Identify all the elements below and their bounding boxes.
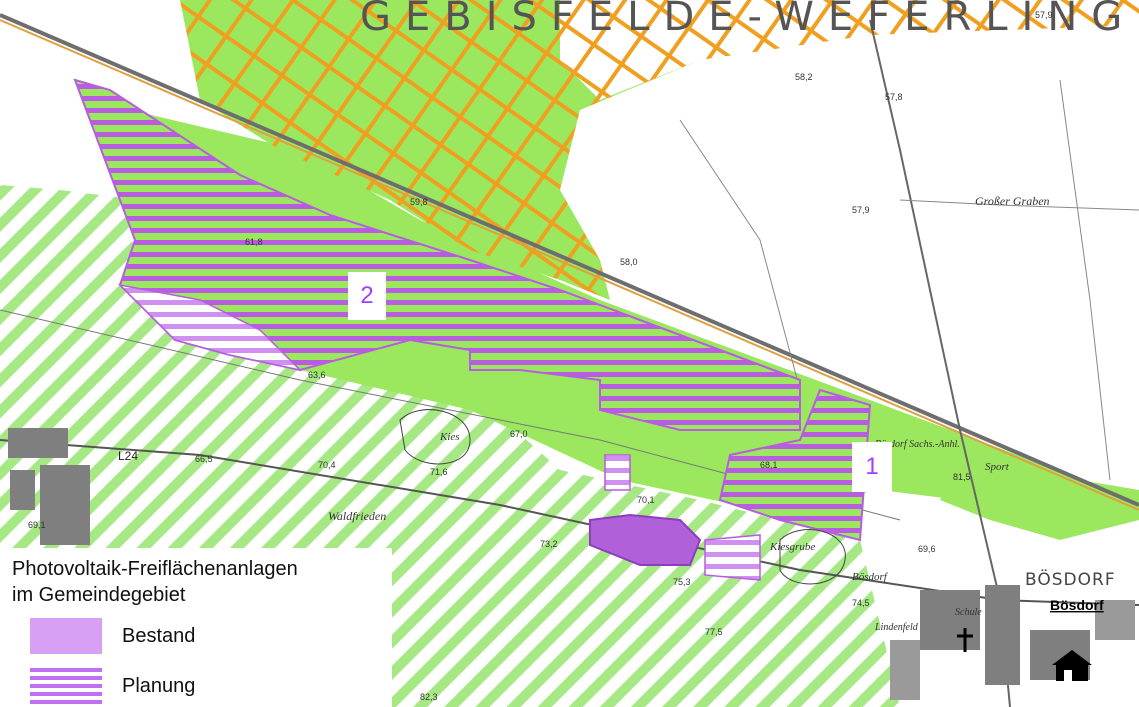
elevation-label: 68,1 — [760, 460, 778, 470]
elevation-label: 71,6 — [430, 467, 448, 477]
elevation-label: 82,3 — [420, 692, 438, 702]
map-legend: Photovoltaik-Freiflächenanlagen im Gemei… — [0, 548, 392, 707]
legend-item-planung: Planung — [30, 668, 195, 704]
legend-swatch-striped — [30, 668, 102, 704]
label-schule: Schule — [955, 607, 982, 618]
label-boesdorf-sachs: Bösdorf Sachs.-Anhl. — [875, 439, 960, 450]
legend-label-bestand: Bestand — [122, 624, 196, 647]
legend-swatch-solid — [30, 618, 102, 654]
elevation-label: 75,3 — [673, 577, 691, 587]
elevation-label: 63,6 — [308, 370, 326, 380]
elevation-label: 61,8 — [245, 237, 263, 247]
green-area-east — [940, 460, 1139, 540]
road-minor-1 — [679, 119, 801, 391]
green-forest-area — [130, 110, 1139, 520]
settlement-west — [8, 428, 90, 545]
pv-planning-area-2-white — [117, 283, 303, 372]
legend-title-line2: im Gemeindegebiet — [12, 584, 186, 606]
elevation-label: 69,6 — [918, 544, 936, 554]
elevation-label: 73,2 — [540, 539, 558, 549]
elevation-label: 74,5 — [852, 598, 870, 608]
road-minor-2 — [1059, 79, 1111, 481]
elevation-label: 81,5 — [953, 472, 971, 482]
site-label-2: 2 — [348, 272, 386, 320]
pv-existing-area — [589, 513, 702, 566]
legend-title-line1: Photovoltaik-Freiflächenanlagen — [12, 558, 298, 580]
elevation-label: 69,1 — [28, 520, 46, 530]
pv-planning-area-1 — [718, 388, 872, 542]
label-sport: Sport — [985, 461, 1010, 473]
legend-title: Photovoltaik-Freiflächenanlagen im Gemei… — [12, 556, 298, 608]
label-boesdorf-small: Bösdorf — [852, 571, 889, 583]
region-name-label: GEBISFELDE-WEFERLINGEN — [360, 0, 1139, 40]
church-icon — [957, 628, 973, 652]
label-place-boesdorf: BÖSDORF — [1025, 568, 1116, 590]
elevation-labels: 57,9 58,2 57,8 59,8 58,0 57,9 61,8 63,6 … — [28, 10, 1053, 702]
road-graben — [899, 199, 1139, 211]
label-lindenfeld: Lindenfeld — [874, 622, 919, 633]
label-place-boesdorf-bold: Bösdorf — [1050, 597, 1104, 613]
elevation-label: 58,0 — [620, 257, 638, 267]
railway-line — [0, 13, 1139, 507]
elevation-label: 67,0 — [510, 429, 528, 439]
label-grosser-graben: Großer Graben — [975, 194, 1050, 208]
label-kies: Kies — [439, 431, 460, 443]
label-road-l24: L24 — [118, 449, 138, 463]
legend-item-bestand: Bestand — [30, 618, 195, 654]
site-label-1: 1 — [852, 442, 892, 492]
orange-grid-area-white-overlay — [560, 0, 1139, 100]
label-kiesgrube: Kiesgrube — [769, 541, 815, 553]
elevation-label: 66,5 — [195, 454, 213, 464]
elevation-label: 57,8 — [885, 92, 903, 102]
railway-line-orange — [0, 19, 1139, 511]
elevation-label: 70,4 — [318, 460, 336, 470]
label-waldfrieden: Waldfrieden — [328, 509, 386, 523]
elevation-label: 59,8 — [410, 197, 428, 207]
pv-planning-area-small — [604, 454, 631, 491]
elevation-label: 58,2 — [795, 72, 813, 82]
pv-planning-area-south — [704, 534, 761, 581]
building-icon — [1052, 650, 1092, 681]
contour-lines — [399, 409, 471, 465]
elevation-label: 77,5 — [705, 627, 723, 637]
elevation-label: 70,1 — [637, 495, 655, 505]
orange-grid-area — [180, 0, 1139, 300]
contour-lines-kiesgrube — [779, 529, 846, 585]
legend-label-planung: Planung — [122, 674, 196, 697]
elevation-label: 57,9 — [1035, 10, 1053, 20]
elevation-label: 57,9 — [852, 205, 870, 215]
